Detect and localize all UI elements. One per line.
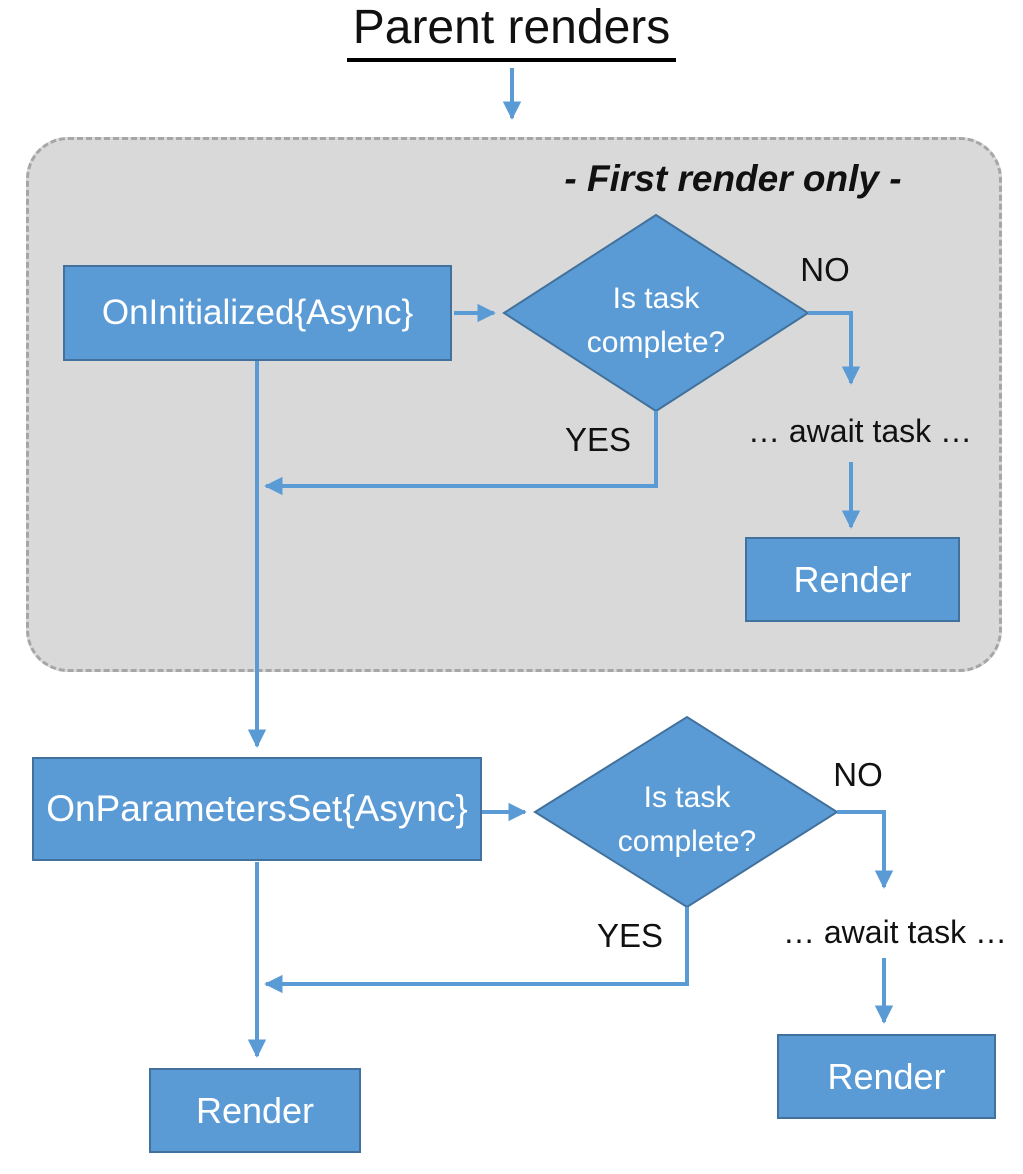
yes-label-1: YES — [564, 421, 632, 458]
render-box-no: Render — [777, 1034, 996, 1119]
arrow-decision2-no — [837, 810, 894, 889]
no-label-1: NO — [800, 251, 850, 288]
diagram-title-text: Parent renders — [346, 1, 677, 62]
oninitialized-box: OnInitialized{Async} — [63, 265, 452, 361]
onparametersset-box: OnParametersSet{Async} — [32, 757, 482, 861]
decision1-text: Is task complete? — [586, 282, 726, 359]
await-task-label-2: … await task … — [782, 914, 1008, 950]
decision2-text: Is task complete? — [617, 781, 757, 858]
render-box-first: Render — [745, 537, 960, 622]
no-label-2: NO — [833, 756, 883, 793]
first-render-label: - First render only - — [564, 158, 902, 199]
diagram-title: Parent renders — [0, 1, 1023, 62]
await-task-label-1: … await task … — [747, 413, 973, 449]
yes-label-2: YES — [596, 917, 664, 954]
render-box-yes: Render — [149, 1068, 361, 1153]
